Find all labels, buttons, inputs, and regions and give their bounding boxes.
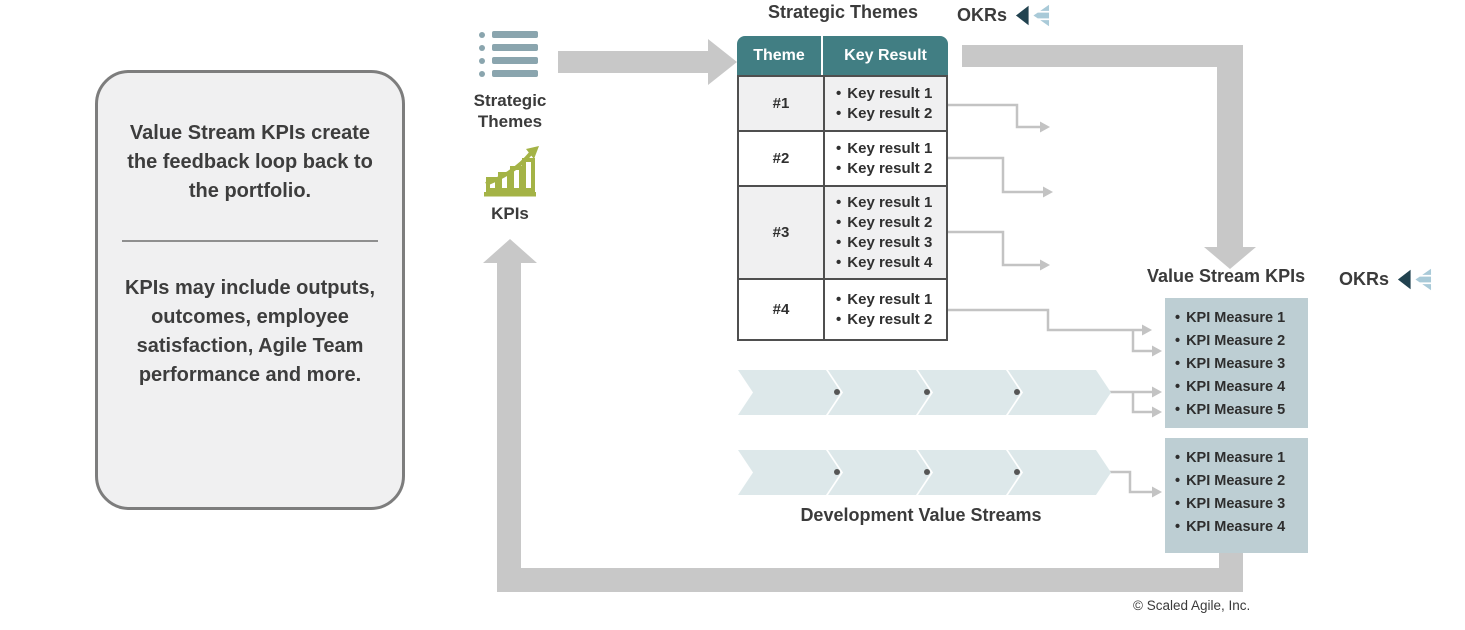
key-result-item: Key result 2 (836, 213, 946, 233)
kpi-measures-box-1: KPI Measure 1 KPI Measure 2 KPI Measure … (1165, 298, 1308, 428)
key-result-item: Key result 1 (836, 193, 946, 213)
stage-dot (1014, 469, 1020, 475)
list-row (479, 57, 541, 64)
strategic-themes-table: Theme Key Result #1 Key result 1 Key res… (737, 36, 948, 341)
theme-cell: #1 (739, 77, 825, 130)
kpi-measure-item: KPI Measure 1 (1175, 447, 1304, 470)
key-result-cell: Key result 1 Key result 2 (825, 132, 946, 185)
stage-dot (834, 389, 840, 395)
value-stream-chevron (1008, 450, 1111, 495)
value-stream-chevron (828, 370, 931, 415)
connector-stream-1-branch (1131, 392, 1152, 414)
kpi-measure-item: KPI Measure 4 (1175, 376, 1304, 399)
key-result-item: Key result 1 (836, 84, 946, 104)
theme-cell: #3 (739, 187, 825, 278)
connector-row-3 (948, 230, 1040, 267)
key-result-item: Key result 2 (836, 104, 946, 124)
kpi-measure-item: KPI Measure 2 (1175, 330, 1304, 353)
development-value-streams-label: Development Value Streams (800, 505, 1042, 525)
key-result-item: Key result 1 (836, 139, 946, 159)
arrow-table-to-vskpis (962, 45, 1256, 269)
callout-box: Value Stream KPIs create the feedback lo… (95, 70, 405, 510)
copyright-text: © Scaled Agile, Inc. (1133, 598, 1251, 613)
kpi-measure-item: KPI Measure 3 (1175, 353, 1304, 376)
list-row (479, 44, 541, 51)
okrs-icon (1397, 268, 1432, 291)
connector-arrowheads (1040, 121, 1162, 498)
kpi-measure-item: KPI Measure 5 (1175, 399, 1304, 422)
stage-dot (924, 469, 930, 475)
connector-row-2 (948, 156, 1043, 194)
key-result-item: Key result 1 (836, 290, 946, 310)
key-result-cell: Key result 1 Key result 2 Key result 3 K… (825, 187, 946, 278)
kpi-measure-item: KPI Measure 2 (1175, 470, 1304, 493)
row-connectors (948, 103, 1152, 494)
kpi-measure-item: KPI Measure 1 (1175, 307, 1304, 330)
callout-divider (122, 240, 378, 242)
stage-dot (924, 389, 930, 395)
table-body: #1 Key result 1 Key result 2 #2 Key resu… (737, 75, 948, 341)
okrs-label-top: OKRs (957, 2, 1050, 29)
okrs-text: OKRs (1339, 269, 1390, 289)
connector-row-4 (948, 308, 1142, 332)
table-row: #3 Key result 1 Key result 2 Key result … (739, 187, 946, 280)
value-stream-row-2 (738, 450, 1123, 495)
theme-cell: #4 (739, 280, 825, 339)
key-result-cell: Key result 1 Key result 2 (825, 77, 946, 130)
stage-dot (834, 469, 840, 475)
key-result-item: Key result 4 (836, 253, 946, 273)
value-stream-chevron (918, 450, 1021, 495)
key-result-item: Key result 2 (836, 310, 946, 330)
key-result-item: Key result 3 (836, 233, 946, 253)
table-header-row: Theme Key Result (737, 36, 948, 75)
value-stream-kpis-title: Value Stream KPIs (1147, 266, 1306, 286)
kpis-chart-icon (484, 146, 539, 197)
table-row: #4 Key result 1 Key result 2 (739, 280, 946, 339)
connector-row-1 (948, 103, 1040, 129)
strategic-themes-icon-label: Strategic Themes (473, 91, 547, 131)
okrs-icon (1015, 4, 1050, 27)
column-header-key-result: Key Result (844, 46, 927, 64)
kpi-measure-item: KPI Measure 3 (1175, 493, 1304, 516)
connector-row-4-branch (1131, 330, 1152, 353)
value-stream-chevron (738, 450, 841, 495)
arrow-icon-to-table (558, 39, 737, 85)
value-stream-chevron (1008, 370, 1111, 415)
list-row (479, 31, 541, 38)
kpi-measures-box-2: KPI Measure 1 KPI Measure 2 KPI Measure … (1165, 438, 1308, 553)
callout-paragraph-2: KPIs may include outputs, outcomes, empl… (124, 277, 376, 386)
value-stream-chevron (738, 370, 841, 415)
strategic-table-title: Strategic Themes (767, 2, 919, 22)
list-row (479, 70, 541, 77)
callout-paragraph-1: Value Stream KPIs create the feedback lo… (127, 122, 373, 202)
table-row: #2 Key result 1 Key result 2 (739, 132, 946, 187)
value-stream-row-1 (738, 370, 1123, 415)
theme-cell: #2 (739, 132, 825, 185)
key-result-item: Key result 2 (836, 159, 946, 179)
table-row: #1 Key result 1 Key result 2 (739, 77, 946, 132)
value-stream-chevron (828, 450, 931, 495)
strategic-themes-list-icon (479, 31, 541, 83)
okrs-text: OKRs (957, 5, 1008, 25)
key-result-cell: Key result 1 Key result 2 (825, 280, 946, 339)
okrs-label-right: OKRs (1339, 266, 1432, 293)
stage-dot (1014, 389, 1020, 395)
value-stream-chevron (918, 370, 1021, 415)
column-header-theme: Theme (737, 36, 823, 75)
kpis-icon-label: KPIs (491, 204, 529, 223)
kpi-measure-item: KPI Measure 4 (1175, 516, 1304, 539)
